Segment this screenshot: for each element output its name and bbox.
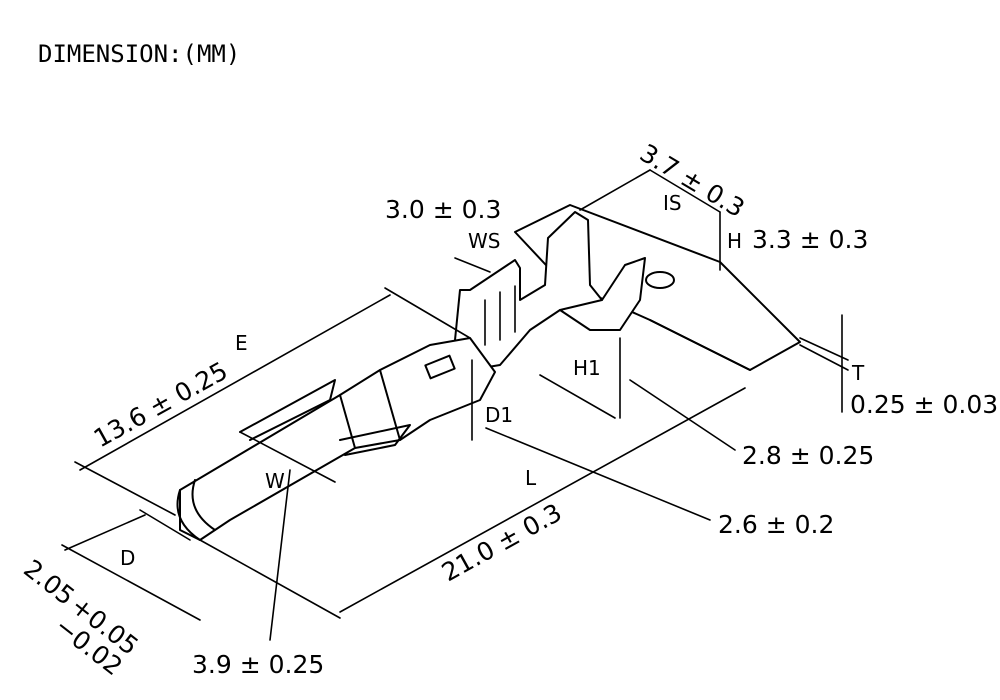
dim-IS-line2 [649, 169, 721, 213]
dim-E-ext1 [74, 461, 176, 516]
dim-H1-ext [539, 374, 616, 419]
dim-IS-line [579, 169, 651, 211]
dim-E-value: 13.6 ± 0.25 [89, 356, 233, 453]
locking-tab [424, 354, 456, 380]
dim-L-value: 21.0 ± 0.3 [437, 498, 567, 587]
dim-T-value: 0.25 ± 0.03 [850, 390, 998, 419]
pin-slit-lower [339, 424, 411, 456]
dimension-title: DIMENSION:(MM) [38, 40, 240, 68]
label-E: E [235, 331, 248, 355]
label-H: H [727, 229, 742, 253]
label-W: W [265, 469, 285, 493]
dim-WS-arrow [454, 257, 491, 273]
dim-D-ext1 [61, 544, 201, 621]
label-WS: WS [468, 229, 500, 253]
pin-slit-upper [239, 379, 336, 441]
dim-T-ext1 [799, 337, 849, 361]
dim-L-line [339, 387, 746, 613]
label-D1: D1 [485, 403, 513, 427]
pin-nose [176, 489, 201, 541]
dim-D-line [64, 514, 146, 551]
label-IS: IS [663, 191, 682, 215]
dim-H1-value: 2.8 ± 0.25 [742, 441, 874, 470]
pin-nose-curve [191, 479, 216, 531]
dim-D1-value: 2.6 ± 0.2 [718, 510, 834, 539]
dim-W-leader [269, 469, 291, 641]
terminal-part [176, 204, 801, 541]
pin-shaft [179, 394, 356, 541]
dim-D-ext2 [139, 509, 191, 541]
label-H1: H1 [573, 356, 601, 380]
barrel-fold [559, 299, 603, 311]
dimension-lines [61, 169, 849, 641]
dim-W-value: 3.9 ± 0.25 [192, 650, 324, 679]
dim-IS-value: 3.7 ± 0.3 [635, 138, 750, 223]
dim-H1-leader [629, 379, 736, 451]
dim-E-ext2 [384, 287, 471, 339]
dim-D-value: 2.05 [18, 554, 80, 611]
dim-T-ext2 [799, 344, 849, 371]
label-L: L [525, 466, 537, 490]
dim-E-line [79, 294, 391, 471]
label-D: D [120, 546, 135, 570]
label-T: T [851, 361, 865, 385]
dim-W-line [239, 431, 336, 483]
dim-H-value: 3.3 ± 0.3 [752, 225, 868, 254]
pilot-hole [645, 271, 675, 289]
dim-D1-leader [485, 427, 711, 521]
crimp-barrel [454, 211, 646, 371]
dim-D-tolerance: 2.05 +0.05 −0.02 [18, 554, 144, 681]
carrier-strip-edge [649, 319, 751, 371]
dim-WS-value: 3.0 ± 0.3 [385, 195, 501, 224]
dim-L-ext1 [199, 539, 341, 619]
